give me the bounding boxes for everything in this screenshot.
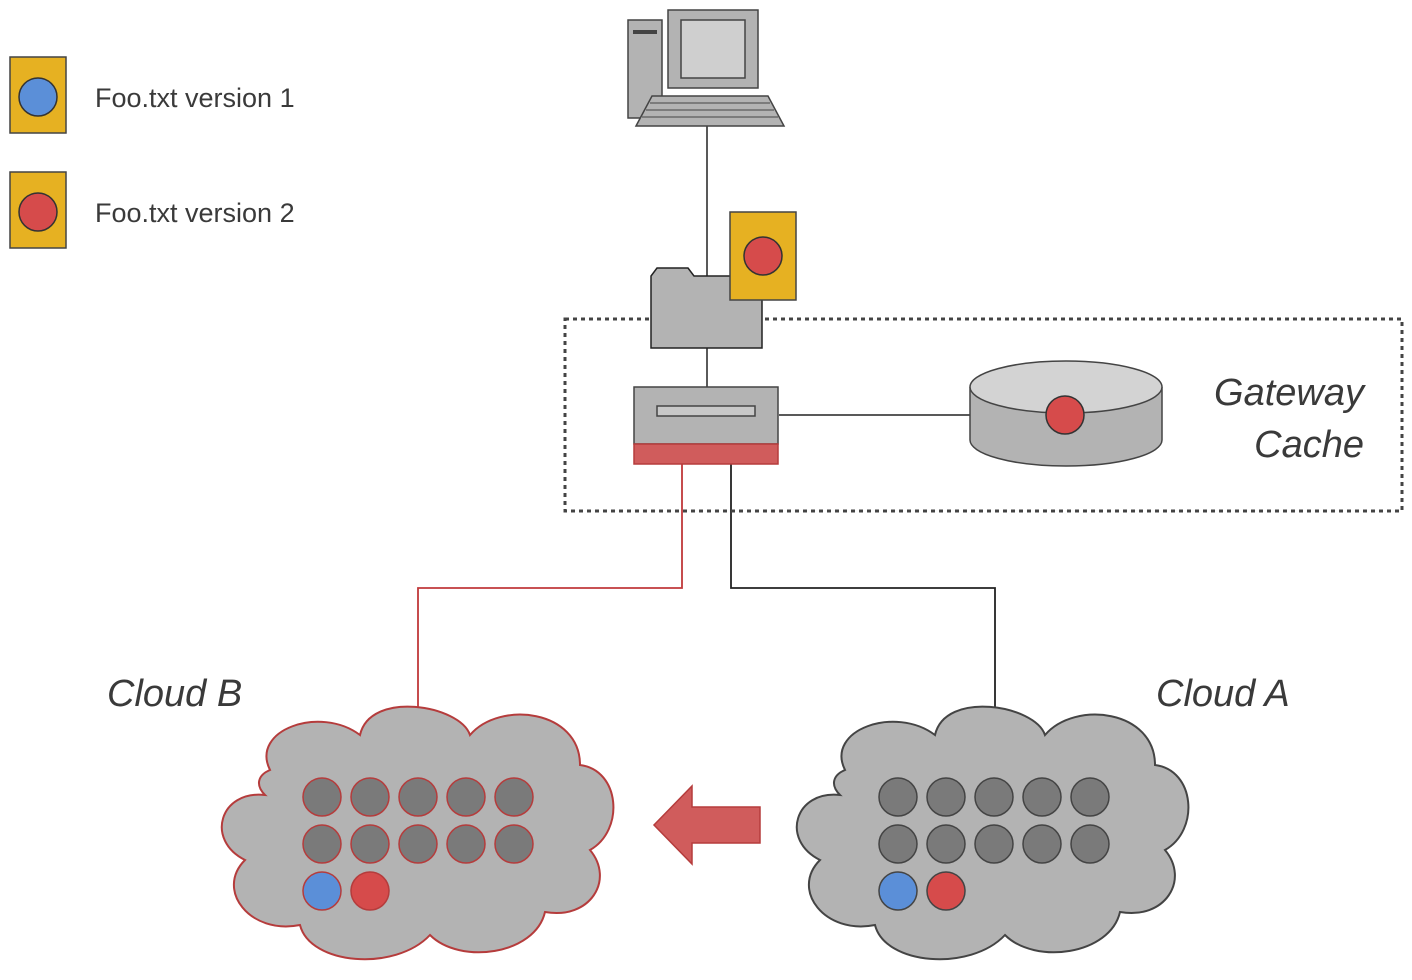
gateway-cloud-a-link <box>730 464 996 727</box>
legend: Foo.txt version 1 Foo.txt version 2 <box>9 56 295 249</box>
version1-dot <box>18 77 58 117</box>
legend-item-version2: Foo.txt version 2 <box>9 171 295 249</box>
version2-dot <box>926 871 966 911</box>
object-dot <box>302 824 342 864</box>
version2-dot <box>350 871 390 911</box>
disk-cache-icon <box>969 360 1163 467</box>
object-dot <box>974 824 1014 864</box>
legend-label-version2: Foo.txt version 2 <box>95 198 295 228</box>
object-dot <box>350 777 390 817</box>
object-dot <box>1070 824 1110 864</box>
cloud-b <box>220 705 615 961</box>
cloud-a <box>795 705 1190 961</box>
object-dot <box>494 824 534 864</box>
object-dot <box>446 824 486 864</box>
gateway-cache-label-line2: Cache <box>1254 424 1364 466</box>
object-dot <box>302 777 342 817</box>
gateway-cache-boundary <box>563 317 1404 513</box>
object-dot <box>1070 777 1110 817</box>
object-dot <box>350 824 390 864</box>
version1-dot <box>302 871 342 911</box>
object-dot <box>1022 777 1062 817</box>
object-dot <box>926 777 966 817</box>
cloud-a-objects <box>878 777 1110 911</box>
version1-dot <box>878 871 918 911</box>
object-dot <box>1022 824 1062 864</box>
computer-icon <box>627 9 786 127</box>
object-dot <box>398 777 438 817</box>
object-dot <box>878 777 918 817</box>
version2-dot <box>18 192 58 232</box>
migration-arrow-icon <box>652 784 761 866</box>
version2-dot <box>743 236 783 276</box>
file-icon <box>729 211 797 301</box>
cloud-a-label: Cloud A <box>1156 673 1290 715</box>
object-dot <box>494 777 534 817</box>
object-dot <box>398 824 438 864</box>
cloud-b-label: Cloud B <box>107 673 242 715</box>
object-dot <box>878 824 918 864</box>
object-dot <box>446 777 486 817</box>
gateway-cache-label-line1: Gateway <box>1214 372 1366 414</box>
version2-dot <box>1045 395 1085 435</box>
gateway-server-icon <box>633 386 779 465</box>
legend-item-version1: Foo.txt version 1 <box>9 56 295 134</box>
gateway-cloud-b-link <box>417 464 683 727</box>
cloud-b-objects <box>302 777 534 911</box>
object-dot <box>926 824 966 864</box>
object-dot <box>974 777 1014 817</box>
legend-label-version1: Foo.txt version 1 <box>95 83 295 113</box>
